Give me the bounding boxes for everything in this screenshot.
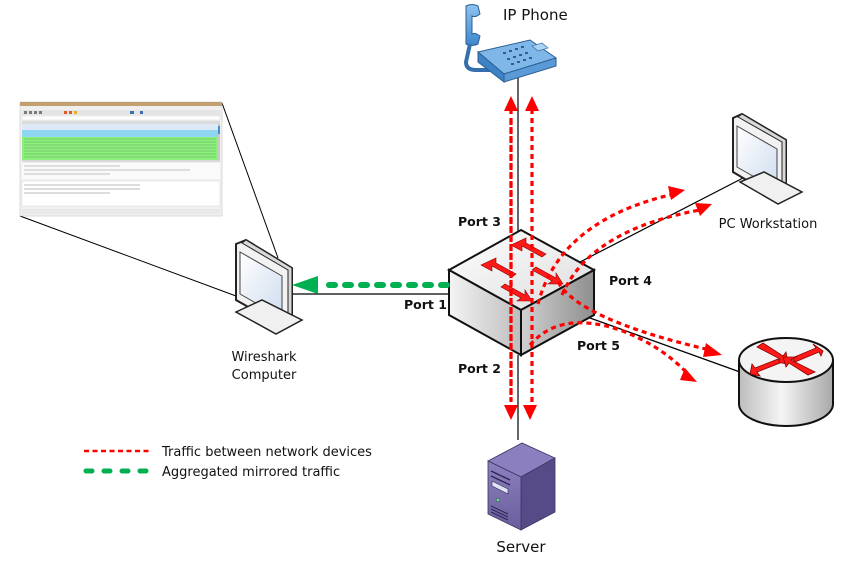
arrow-up-right xyxy=(525,96,539,111)
traffic-path-pc-lower xyxy=(560,208,701,296)
arrow-down-left xyxy=(504,405,518,420)
pc-workstation-label: PC Workstation xyxy=(719,217,818,232)
port3-label: Port 3 xyxy=(458,214,501,229)
arrow-to-pc-upper xyxy=(668,186,685,200)
wireshark-screenshot-thumbnail xyxy=(19,101,223,217)
port4-label: Port 4 xyxy=(609,273,652,288)
wireshark-computer-label-line1: Wireshark xyxy=(231,350,297,365)
ip-phone-label: IP Phone xyxy=(503,6,568,24)
arrow-up-left xyxy=(504,96,518,111)
server-icon[interactable] xyxy=(487,442,556,531)
legend-label-mirrored: Aggregated mirrored traffic xyxy=(162,465,340,480)
traffic-path-router-upper xyxy=(556,281,711,352)
pc-workstation-icon[interactable] xyxy=(732,112,804,205)
port1-label: Port 1 xyxy=(404,297,447,312)
zoom-line-bottom xyxy=(19,215,237,297)
wireshark-computer-label-line2: Computer xyxy=(232,368,297,383)
arrow-to-pc-lower xyxy=(695,203,712,216)
arrow-to-router-lower xyxy=(680,368,697,382)
arrow-down-right xyxy=(523,405,537,420)
server-label: Server xyxy=(496,538,546,556)
mirrored-traffic-path xyxy=(292,276,450,294)
mirrored-arrowhead xyxy=(292,276,318,294)
router-icon[interactable] xyxy=(738,337,834,427)
wireshark-computer-icon[interactable] xyxy=(234,238,304,335)
traffic-paths xyxy=(509,106,711,402)
traffic-arrowheads xyxy=(504,96,722,420)
legend: Traffic between network devices Aggregat… xyxy=(83,445,372,480)
ip-phone-icon[interactable] xyxy=(463,4,558,84)
legend-label-traffic: Traffic between network devices xyxy=(161,445,372,460)
zoom-line-top xyxy=(221,102,279,259)
port2-label: Port 2 xyxy=(458,361,501,376)
traffic-path-pc-upper xyxy=(536,192,675,305)
port5-label: Port 5 xyxy=(577,338,620,353)
switch-icon[interactable] xyxy=(446,228,597,357)
arrow-to-router-upper xyxy=(703,343,722,357)
